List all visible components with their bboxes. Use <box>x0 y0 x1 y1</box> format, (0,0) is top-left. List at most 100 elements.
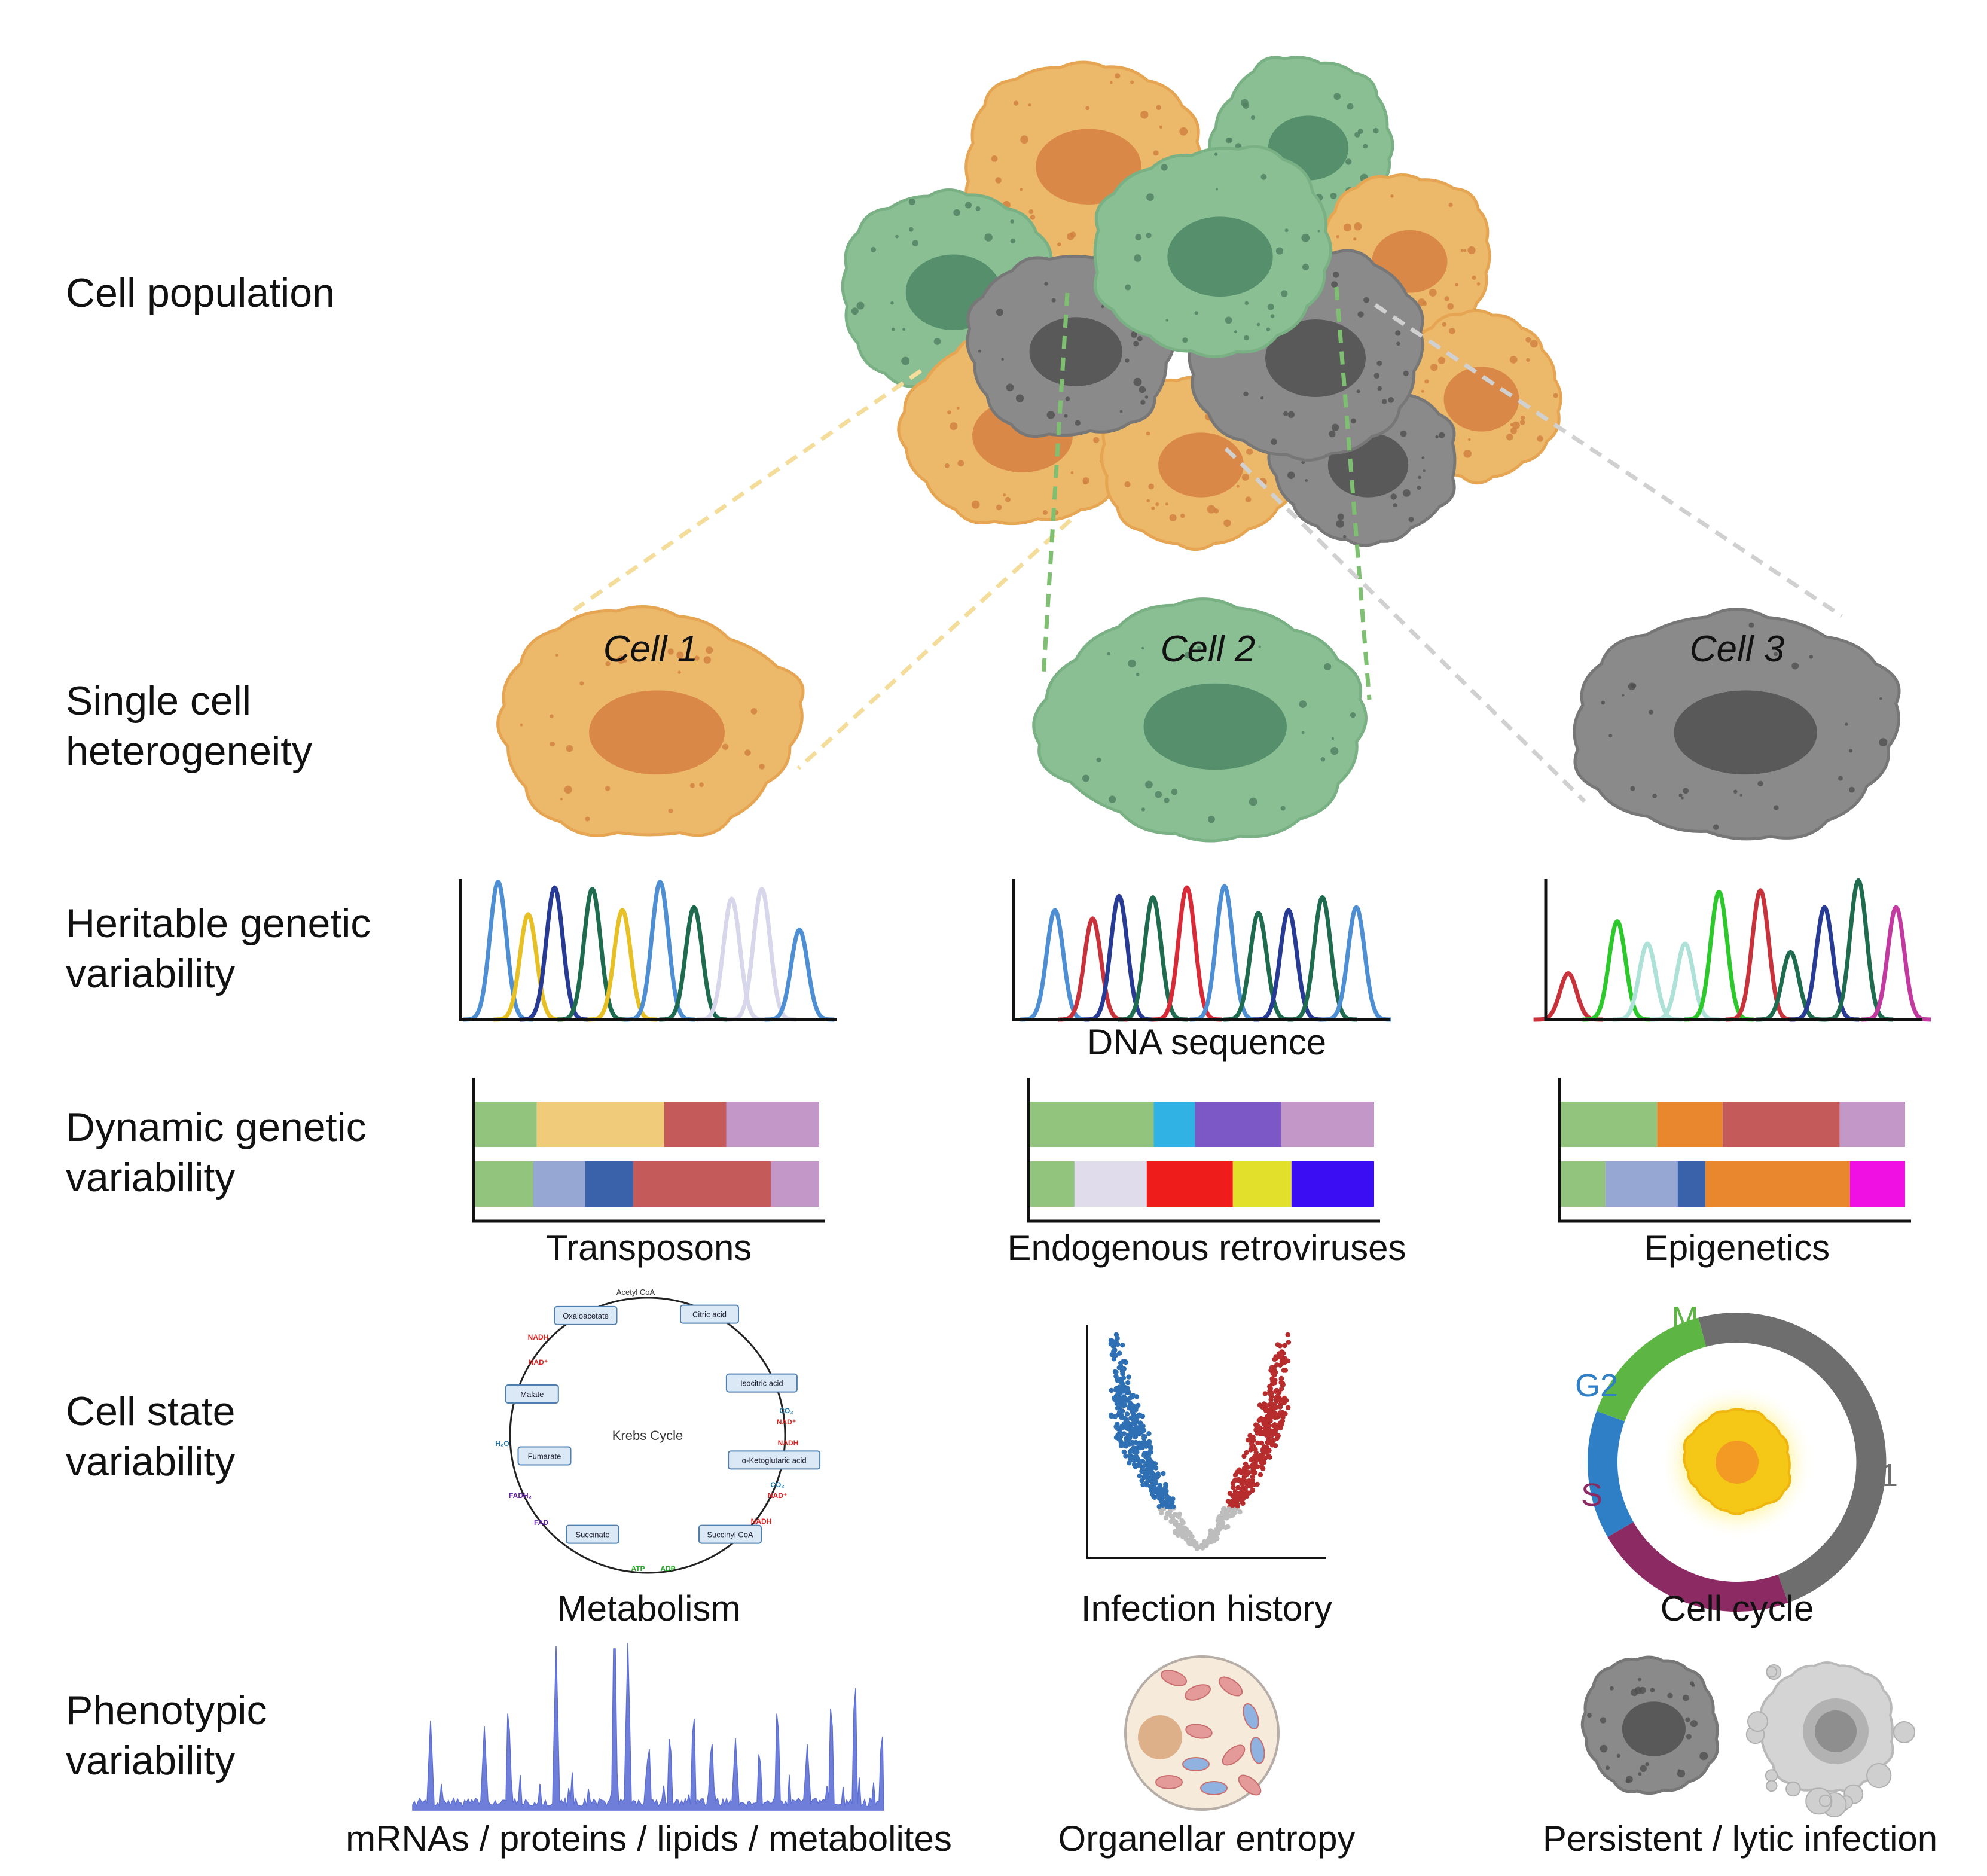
volcano-point <box>1221 1506 1226 1512</box>
population-cell-2-granule <box>1330 193 1337 199</box>
population-cell-11-granule <box>1214 152 1218 156</box>
population-cell-11-granule <box>1244 335 1249 341</box>
population-cell-4-granule <box>1526 358 1530 362</box>
bar-segment <box>585 1161 633 1207</box>
population-cell-11-granule <box>1135 234 1142 240</box>
cell-3 <box>1573 608 1901 841</box>
krebs-cofactor-label: FAD <box>534 1518 548 1527</box>
cell-1-granule <box>605 661 611 666</box>
population-cell-9-granule <box>1064 414 1068 418</box>
volcano-point <box>1109 1412 1114 1418</box>
population-cell-1-granule <box>1028 209 1034 214</box>
volcano-point <box>1230 1503 1235 1508</box>
population-cell-1-granule <box>1153 150 1159 156</box>
cell-3-granule <box>1631 683 1637 688</box>
volcano-point <box>1161 1471 1166 1477</box>
volcano-point <box>1140 1445 1146 1450</box>
population-cell-7-granule <box>1155 502 1159 507</box>
population-cell-6-granule <box>1093 437 1100 443</box>
cell-population-cluster <box>841 56 1562 551</box>
chromatogram-peak <box>1083 893 1155 1022</box>
cell-3-granule <box>1733 789 1738 794</box>
caption-infection-history: Infection history <box>1081 1588 1333 1628</box>
krebs-node-box <box>725 1373 798 1393</box>
persistent-infection-cell-granule <box>1600 1744 1608 1753</box>
volcano-point <box>1241 1474 1247 1480</box>
volcano-point <box>1112 1414 1118 1420</box>
krebs-node-label: α-Ketoglutaric acid <box>742 1456 807 1465</box>
cell-1-granule <box>677 670 681 674</box>
volcano-point <box>1137 1473 1143 1478</box>
cell-1-granule <box>550 714 554 718</box>
cell-2-granule <box>1207 816 1215 823</box>
cell-1-granule <box>585 816 590 822</box>
bar-segment <box>1074 1161 1147 1207</box>
population-cell-3-granule <box>1455 283 1459 287</box>
chromatogram-peak <box>1019 908 1091 1022</box>
organelle-mitochondrion <box>1182 1757 1210 1771</box>
krebs-node-label: Fumarate <box>528 1452 561 1461</box>
persistent-infection-cell-granule <box>1691 1683 1695 1687</box>
caption-metabolism: Metabolism <box>557 1588 741 1628</box>
population-cell-5-granule <box>901 356 910 365</box>
persistent-infection-cell-granule <box>1638 1677 1641 1682</box>
cycle-arc-g2 <box>1588 1411 1634 1537</box>
cell-3-granule <box>1879 738 1888 747</box>
volcano-point <box>1116 1384 1122 1390</box>
volcano-point <box>1146 1431 1152 1436</box>
organelle-mitochondrion <box>1155 1775 1183 1789</box>
cell-3-granule <box>1622 694 1625 697</box>
population-cell-2-granule <box>1333 93 1341 100</box>
volcano-point <box>1282 1343 1287 1349</box>
cell-1-granule <box>667 648 674 655</box>
organelle-mitochondrion <box>1250 1737 1265 1764</box>
organelle-cell-icon <box>1124 1655 1280 1811</box>
chromatogram-peak <box>726 887 798 1022</box>
bar-segment <box>726 1102 819 1147</box>
population-cell-6-granule <box>971 500 980 509</box>
volcano-point <box>1270 1438 1275 1443</box>
volcano-point <box>1237 1467 1242 1472</box>
cell-2-granule <box>1299 700 1307 708</box>
bar-axes <box>472 1078 825 1223</box>
volcano-point <box>1132 1450 1137 1455</box>
cell-3-granule <box>1630 786 1635 791</box>
krebs-cofactor-label: NADH <box>778 1439 799 1447</box>
krebs-cofactor-label: NAD⁺ <box>529 1358 548 1366</box>
cell-1-granule <box>550 741 555 747</box>
chromatogram-peak <box>1649 941 1721 1022</box>
krebs-node-label: Succinyl CoA <box>707 1530 753 1539</box>
volcano-point <box>1257 1453 1263 1459</box>
volcano-point <box>1121 1375 1127 1381</box>
chromatogram-peak <box>1683 889 1755 1022</box>
population-cell-6-granule <box>1083 480 1088 485</box>
bar-segment <box>1677 1161 1705 1207</box>
organelle-mitochondrion <box>1185 1724 1213 1739</box>
lytic-bleb <box>1893 1721 1916 1743</box>
organelle-mitochondrion <box>1160 1670 1188 1686</box>
volcano-point <box>1250 1478 1255 1483</box>
cell-3-granule <box>1848 749 1853 753</box>
volcano-point <box>1180 1532 1185 1538</box>
cell-1-granule <box>722 743 729 751</box>
population-cell-1-granule <box>1028 103 1031 107</box>
population-cell-4-granule <box>1519 419 1525 425</box>
cell-3-granule <box>1681 797 1684 800</box>
zoom-line-5 <box>1374 303 1843 618</box>
volcano-point <box>1275 1354 1281 1360</box>
volcano-point <box>1250 1474 1255 1480</box>
population-cell-10-granule <box>1377 386 1382 391</box>
persistent-lytic-cells <box>1580 1655 1916 1817</box>
chromatogram-peak <box>1117 895 1189 1022</box>
cell-1-granule <box>744 749 751 756</box>
population-cell-6-granule <box>1005 496 1011 502</box>
population-cell-10-granule <box>1382 399 1387 404</box>
chromatogram-peak <box>764 928 835 1022</box>
volcano-point <box>1187 1541 1192 1546</box>
volcano-point <box>1129 1441 1134 1446</box>
population-cell-8-granule <box>1417 486 1421 490</box>
krebs-node-label: Oxaloacetate <box>563 1311 609 1320</box>
volcano-point <box>1177 1523 1183 1528</box>
cell-3-granule <box>1739 794 1742 797</box>
